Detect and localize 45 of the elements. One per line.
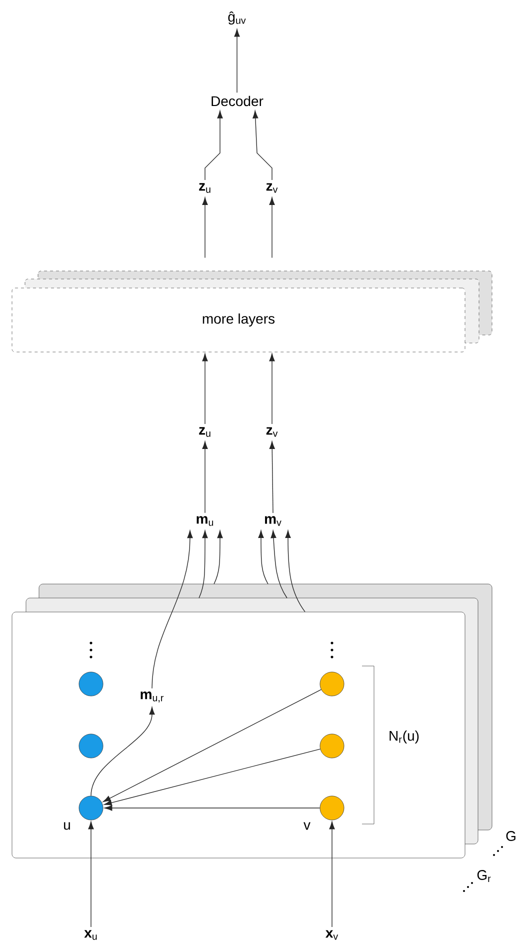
arrow: [104, 748, 321, 806]
arrow: [202, 441, 208, 514]
vector-label: z$_{v}$: [266, 427, 278, 437]
arrow: [285, 530, 306, 612]
arrow: [269, 353, 275, 424]
node-label: u: [64, 822, 70, 830]
arrow: [329, 821, 335, 928]
node-circle: [320, 734, 344, 758]
node-label: v: [304, 822, 310, 830]
vector-label: m$_{u,r}$: [140, 692, 164, 702]
arrow: [234, 29, 240, 93]
arrow: [252, 110, 272, 180]
arrow: [198, 530, 208, 598]
arrow: [152, 530, 193, 689]
vector-label: x$_{v}$: [326, 930, 338, 940]
vector-label: z$_{u}$: [199, 183, 210, 193]
node-circle: [78, 734, 104, 758]
arrow: [214, 530, 223, 584]
arrow: [269, 441, 275, 514]
vector-label: z$_{v}$: [266, 183, 278, 193]
vector-label: z$_{u}$: [199, 427, 210, 437]
node-circle: [320, 672, 344, 696]
arrow: [202, 197, 208, 258]
decoder-label: Decoder: [212, 96, 264, 106]
node-circle: [78, 672, 104, 696]
graph-panel: [12, 612, 466, 858]
vector-label: m$_{v}$: [265, 516, 282, 526]
node-circle: [320, 796, 344, 820]
arrow: [102, 689, 322, 802]
arrow: [269, 197, 275, 258]
layer-name: G: [506, 831, 516, 841]
vector-label: m$_{u}$: [196, 516, 214, 526]
arrow: [90, 706, 155, 796]
layer-name: G$_{r}$: [477, 870, 491, 882]
vector-label: x$_{u}$: [84, 930, 97, 940]
arrow: [202, 353, 208, 424]
arrow: [204, 110, 223, 180]
arrow: [104, 805, 320, 811]
node-circle: [78, 796, 104, 820]
layer-box: more layers: [12, 288, 466, 352]
arrow: [258, 530, 268, 584]
math-label: ĝ$_{uv}$: [228, 11, 246, 25]
arrow: [270, 530, 288, 598]
set-label: N$_{r}$(u): [390, 730, 419, 744]
arrow: [88, 821, 94, 928]
